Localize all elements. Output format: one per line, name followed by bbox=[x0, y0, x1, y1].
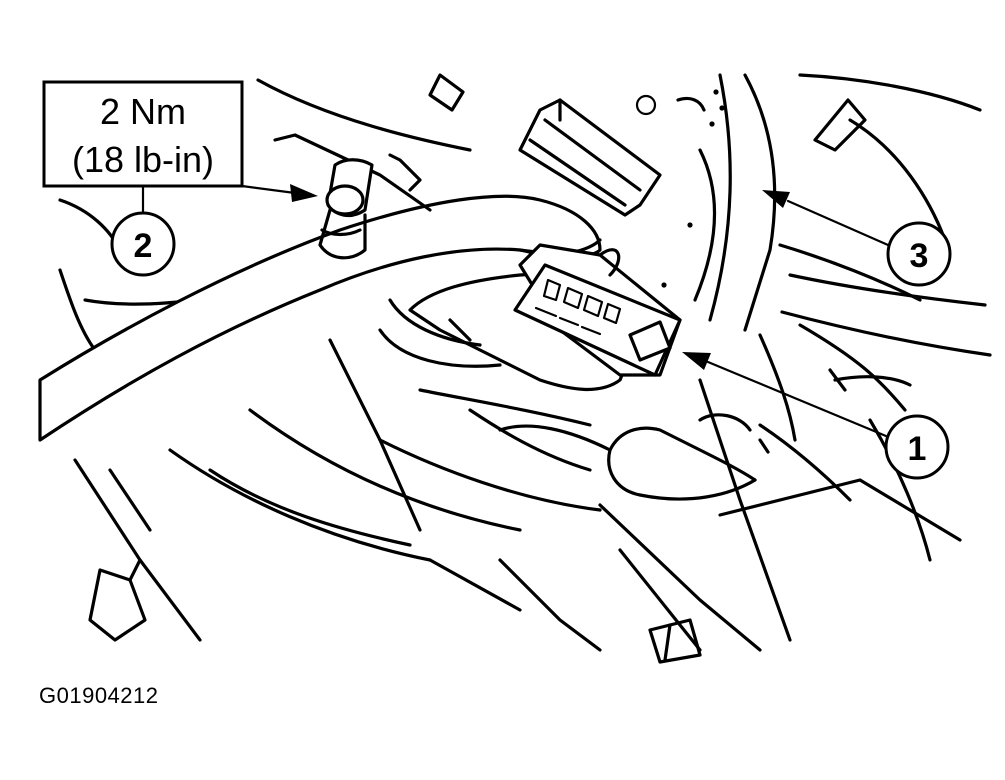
callout-3: 3 bbox=[762, 190, 952, 287]
bolt-bracket bbox=[273, 133, 432, 260]
torque-metric-label: 2 Nm bbox=[100, 91, 186, 132]
torque-spec-box: 2 Nm (18 lb-in) bbox=[42, 80, 244, 214]
callout-2-label: 2 bbox=[134, 227, 153, 265]
figure-id: G01904212 bbox=[39, 683, 159, 708]
upper-connector-block bbox=[518, 98, 662, 217]
torque-imperial-label: (18 lb-in) bbox=[72, 139, 214, 180]
callout-3-arrowhead bbox=[762, 190, 790, 208]
callout-1-arrowhead bbox=[682, 352, 711, 370]
callout-2-arrowhead bbox=[290, 184, 318, 202]
callout-2: 2 bbox=[110, 184, 318, 277]
lower-trim bbox=[498, 413, 757, 501]
background-linework bbox=[58, 73, 992, 664]
callout-3-label: 3 bbox=[910, 237, 929, 275]
callout-1-label: 1 bbox=[908, 430, 927, 468]
clockspring-body bbox=[635, 73, 777, 332]
callout-1: 1 bbox=[682, 352, 950, 480]
electrical-connector bbox=[378, 243, 682, 391]
